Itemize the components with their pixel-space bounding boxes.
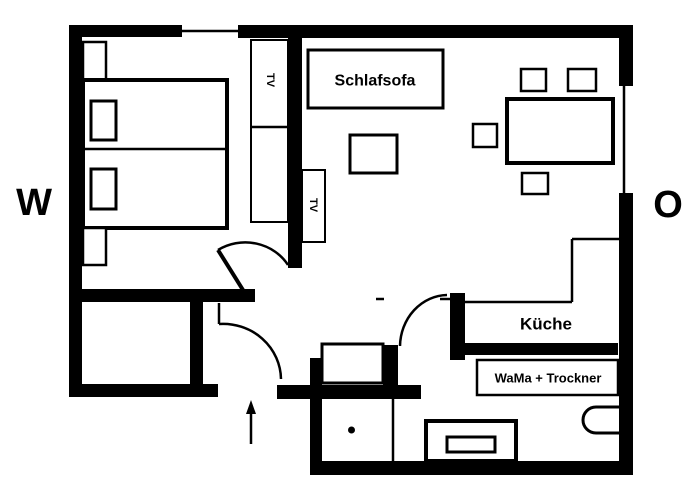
chair-left bbox=[471, 122, 499, 149]
wall-top-left bbox=[69, 25, 182, 37]
laundry-closet bbox=[475, 358, 620, 397]
wall-tv-partition bbox=[288, 30, 302, 268]
tv-label-living: TV bbox=[307, 198, 319, 213]
doors bbox=[216, 241, 450, 380]
pillow-bottom bbox=[89, 167, 118, 211]
chair-bottom bbox=[520, 171, 550, 196]
bedroom-door-swing bbox=[217, 241, 290, 266]
entry-door-swing bbox=[218, 322, 283, 380]
living-room-furniture bbox=[301, 48, 615, 243]
toilet bbox=[581, 405, 619, 435]
shower-tray bbox=[320, 342, 385, 385]
floor-drain-icon bbox=[348, 426, 355, 434]
wall-bottom-left bbox=[69, 384, 218, 397]
tv-cabinet bbox=[250, 39, 289, 223]
wall-left bbox=[69, 25, 82, 397]
entrance-arrow-head bbox=[246, 400, 256, 414]
entrance-arrow-icon bbox=[246, 400, 256, 444]
wall-storage-right bbox=[190, 302, 203, 397]
wall-shower-stub bbox=[383, 345, 398, 398]
compass-west-label: W bbox=[16, 182, 52, 224]
compass-east-label: O bbox=[653, 184, 683, 226]
windows bbox=[180, 29, 626, 195]
wall-entry-band bbox=[277, 385, 421, 399]
tv-stand-living bbox=[301, 169, 326, 243]
bedroom-furniture bbox=[81, 39, 289, 267]
chair-top-right bbox=[566, 67, 598, 93]
wall-bath-left bbox=[310, 358, 322, 475]
laundry-label: WaMa + Trockner bbox=[495, 371, 602, 386]
coffee-table bbox=[348, 133, 399, 175]
kitchen-label: Küche bbox=[520, 315, 572, 334]
wall-bedroom-bottom bbox=[69, 289, 255, 302]
pillow-top bbox=[89, 99, 118, 142]
wall-right-main bbox=[619, 193, 633, 475]
nightstand-bottom bbox=[81, 226, 108, 267]
dining-table bbox=[505, 97, 615, 165]
tv-label-bedroom: TV bbox=[264, 73, 276, 88]
bedroom-door-leaf bbox=[216, 248, 245, 292]
chair-top-left bbox=[519, 67, 548, 93]
bathroom-fixtures bbox=[320, 342, 620, 463]
wall-kitchen-counter-front bbox=[465, 343, 618, 355]
wall-top-right bbox=[238, 25, 633, 38]
wall-kitchen-left bbox=[450, 293, 465, 360]
kitchen-counter bbox=[464, 237, 619, 304]
sleeper-sofa bbox=[306, 48, 445, 110]
labels: W O Schlafsofa TV TV Küche WaMa + Trockn… bbox=[16, 73, 683, 386]
bath-door-swing bbox=[398, 293, 448, 347]
wall-right-top bbox=[619, 28, 633, 86]
nightstand-top bbox=[81, 40, 108, 83]
walls bbox=[69, 25, 633, 475]
sleeper-sofa-label: Schlafsofa bbox=[335, 73, 416, 90]
wall-bottom-right bbox=[310, 461, 633, 475]
vanity-sink bbox=[445, 435, 497, 454]
